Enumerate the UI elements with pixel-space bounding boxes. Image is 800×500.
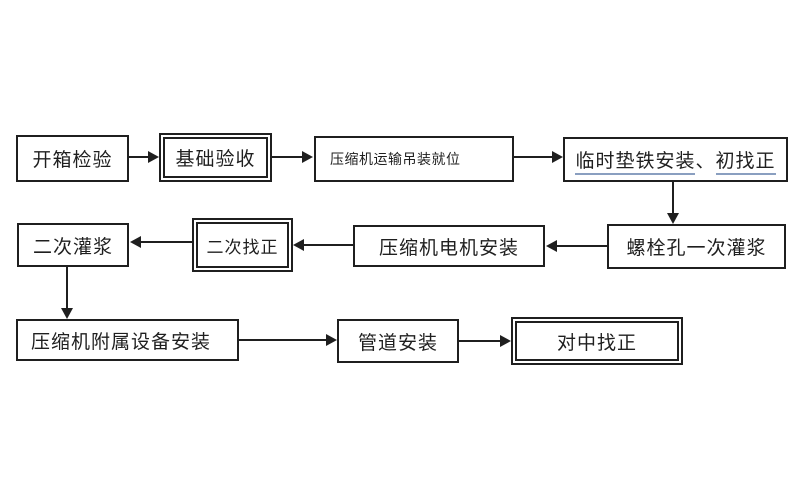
edge-5-line: [557, 245, 607, 247]
underlined-text: 临时垫铁安装: [575, 151, 696, 175]
edge-7-arrowhead-icon: [130, 236, 141, 248]
edge-8-line: [66, 267, 68, 308]
edge-4-arrowhead-icon: [667, 213, 679, 224]
edge-6-line: [304, 244, 353, 246]
edge-9-arrowhead-icon: [326, 334, 337, 346]
flow-node-label: 管道安装: [357, 332, 438, 354]
flow-node-label: 临时垫铁安装、初找正: [575, 146, 776, 175]
flow-node-auxiliary-equip-install: 压缩机附属设备安装: [16, 319, 239, 361]
edge-7-line: [141, 241, 192, 243]
double-border-inner: 基础验收: [163, 137, 268, 178]
flow-node-label: 二次找正: [206, 237, 279, 257]
flow-node-label: 压缩机附属设备安装: [31, 331, 212, 353]
flow-node-center-alignment: 对中找正: [511, 317, 683, 365]
edge-8-arrowhead-icon: [61, 308, 73, 319]
edge-2-line: [272, 156, 303, 158]
double-border-inner: 二次找正: [196, 222, 289, 268]
double-border-inner: 对中找正: [515, 321, 679, 361]
edge-3-line: [514, 156, 553, 158]
flow-node-label: 二次灌浆: [32, 236, 113, 258]
edge-2-arrowhead-icon: [302, 151, 313, 163]
edge-3-arrowhead-icon: [552, 151, 563, 163]
flow-node-open-box-inspection: 开箱检验: [16, 135, 129, 182]
edge-4-line: [672, 182, 674, 214]
edge-5-arrowhead-icon: [546, 240, 557, 252]
edge-1-line: [129, 156, 149, 158]
edge-9-line: [239, 339, 326, 341]
underlined-text: 初找正: [715, 151, 776, 175]
flow-node-label: 螺栓孔一次灌浆: [626, 238, 767, 259]
edge-6-arrowhead-icon: [293, 239, 304, 251]
flow-node-bolt-hole-first-grout: 螺栓孔一次灌浆: [607, 224, 786, 269]
flow-node-label: 压缩机运输吊装就位: [330, 151, 461, 167]
flow-node-foundation-acceptance: 基础验收: [159, 133, 272, 182]
flow-node-label: 开箱检验: [32, 150, 113, 171]
edge-1-arrowhead-icon: [148, 151, 159, 163]
flow-node-temp-shim-initial-align: 临时垫铁安装、初找正: [563, 137, 788, 182]
separator-text: 、: [695, 151, 716, 172]
flow-node-label: 压缩机电机安装: [378, 237, 519, 259]
flow-node-second-alignment: 二次找正: [192, 218, 293, 272]
flow-node-label: 对中找正: [556, 332, 637, 354]
flow-node-compressor-motor-install: 压缩机电机安装: [353, 225, 545, 267]
edge-10-arrowhead-icon: [500, 335, 511, 347]
flow-node-pipeline-install: 管道安装: [337, 319, 459, 363]
flow-node-second-grouting: 二次灌浆: [17, 223, 129, 267]
flow-node-compressor-hoisting: 压缩机运输吊装就位: [314, 136, 514, 182]
edge-10-line: [459, 340, 500, 342]
flow-node-label: 基础验收: [175, 149, 256, 170]
